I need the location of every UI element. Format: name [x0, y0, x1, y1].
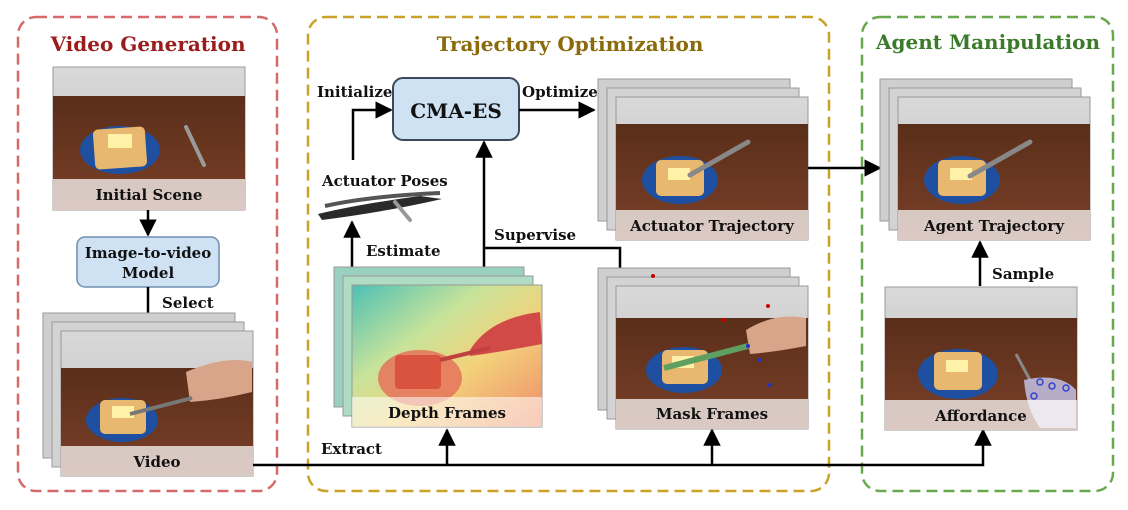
video-frame-stack: Video [42, 312, 254, 477]
select-label: Select [162, 294, 214, 312]
panel-title-trajectory-optimization: Trajectory Optimization [437, 32, 704, 56]
video-caption: Video [132, 453, 180, 471]
agent-trajectory-stack: Agent Trajectory [879, 78, 1091, 241]
mask-frame-stack: Mask Frames [597, 267, 809, 430]
depth-frame-stack: Depth Frames [333, 266, 543, 428]
mask-frames-caption: Mask Frames [656, 405, 768, 423]
model-label-line2: Model [122, 264, 175, 282]
actuator-poses-label: Actuator Poses [321, 172, 448, 190]
cma-es-box: CMA-ES [392, 77, 520, 141]
affordance-caption: Affordance [934, 407, 1027, 425]
affordance-frame: Affordance [884, 286, 1078, 431]
initial-scene-frame: Initial Scene [52, 66, 246, 211]
supervise-line-from-mask [484, 246, 622, 268]
panel-title-video-generation: Video Generation [49, 32, 246, 56]
sample-label: Sample [992, 265, 1054, 283]
extract-label: Extract [321, 440, 382, 458]
actuator-poses-icon [318, 191, 442, 222]
panel-agent-manipulation [860, 15, 1115, 493]
image-to-video-model-box: Image-to-video Model [76, 236, 220, 288]
optimize-label: Optimize [522, 83, 598, 101]
supervise-label: Supervise [494, 226, 576, 244]
panel-video-generation [16, 15, 279, 493]
actuator-trajectory-stack: Actuator Trajectory [597, 78, 809, 241]
extract-line-to-affordance [253, 428, 992, 467]
estimate-label: Estimate [366, 242, 441, 260]
panel-title-agent-manipulation: Agent Manipulation [875, 30, 1100, 54]
model-label-line1: Image-to-video [85, 244, 211, 262]
arrow-initialize [351, 101, 393, 160]
panel-trajectory-optimization [306, 15, 831, 493]
agent-trajectory-caption: Agent Trajectory [923, 217, 1065, 235]
initialize-label: Initialize [317, 83, 392, 101]
actuator-trajectory-caption: Actuator Trajectory [629, 217, 795, 235]
cma-es-label: CMA-ES [410, 99, 502, 123]
depth-frames-caption: Depth Frames [388, 404, 506, 422]
initial-scene-caption: Initial Scene [96, 186, 203, 204]
